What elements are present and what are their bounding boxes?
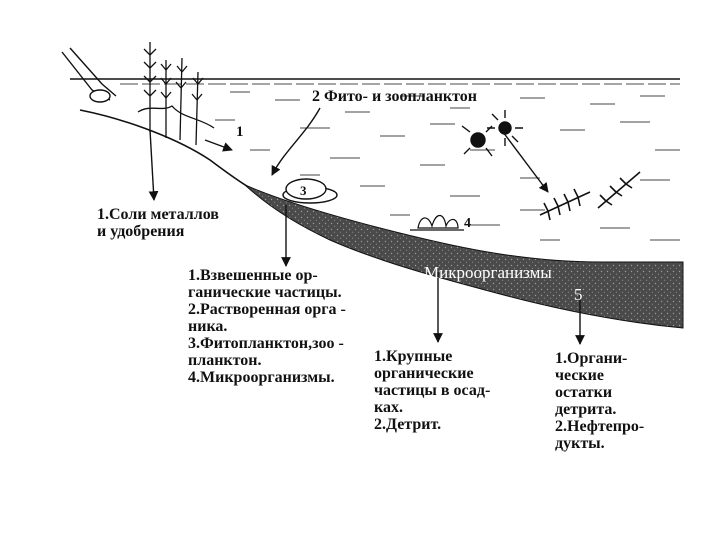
label-line: 3.Фитопланктон,зоо - <box>188 335 344 352</box>
bottom-plant-icon <box>410 214 464 231</box>
marker-4: 4 <box>464 216 471 231</box>
marker-3: 3 <box>300 183 307 198</box>
bank-slope <box>79 109 251 189</box>
label-line: дукты. <box>555 435 605 452</box>
arrow-plankton-down <box>499 127 549 193</box>
label-line: 1.Органи- <box>555 350 628 367</box>
water-hatching <box>215 91 680 241</box>
label-line: 2.Растворенная орга - <box>188 301 346 318</box>
label-line: частицы в осад- <box>374 382 491 399</box>
label-line: планктон. <box>188 352 262 369</box>
arrow-metals <box>148 129 159 201</box>
label-line: ках. <box>374 399 403 416</box>
aquatic-plants-icon <box>137 42 215 146</box>
discharge-pipe-icon <box>61 47 117 103</box>
label-line: органические <box>374 365 474 382</box>
label-line: ника. <box>188 318 228 335</box>
label-line: 1.Крупные <box>374 348 453 365</box>
label-sediment-middle: 1.Крупные органические частицы в осад- к… <box>374 348 490 433</box>
label-line: детрита. <box>555 401 617 418</box>
band-label-microorganisms: Микроорганизмы <box>424 263 552 282</box>
label-water-column: 1.Взвешенные ор- ганические частицы. 2.Р… <box>188 267 346 386</box>
label-line: 2.Нефтепро- <box>555 418 645 435</box>
marker-5: 5 <box>574 285 583 304</box>
label-line: 2.Детрит. <box>374 416 442 433</box>
shell-icon <box>282 178 338 204</box>
arrow-2 <box>271 107 321 176</box>
sediment-layer <box>244 184 684 329</box>
marker-1: 1 <box>236 124 244 140</box>
label-line: ческие <box>555 367 604 384</box>
label-line: остатки <box>555 384 613 401</box>
label-sediment-right: 1.Органи- ческие остатки детрита. 2.Нефт… <box>555 350 644 452</box>
label-metals-fertilizers: 1.Соли металлов и удобрения <box>97 206 219 240</box>
arrow-1 <box>204 139 233 152</box>
water-surface <box>70 78 680 85</box>
label-line: и удобрения <box>97 223 185 240</box>
label-line: 1.Соли металлов <box>97 206 219 223</box>
plankton-label: 2 Фито- и зоопланктон <box>312 88 477 105</box>
label-line: ганические частицы. <box>188 284 342 301</box>
phytoplankton-icon <box>539 171 641 221</box>
label-line: 4.Микроорганизмы. <box>188 369 335 386</box>
label-line: 1.Взвешенные ор- <box>188 267 318 284</box>
zooplankton-icon <box>461 110 523 157</box>
